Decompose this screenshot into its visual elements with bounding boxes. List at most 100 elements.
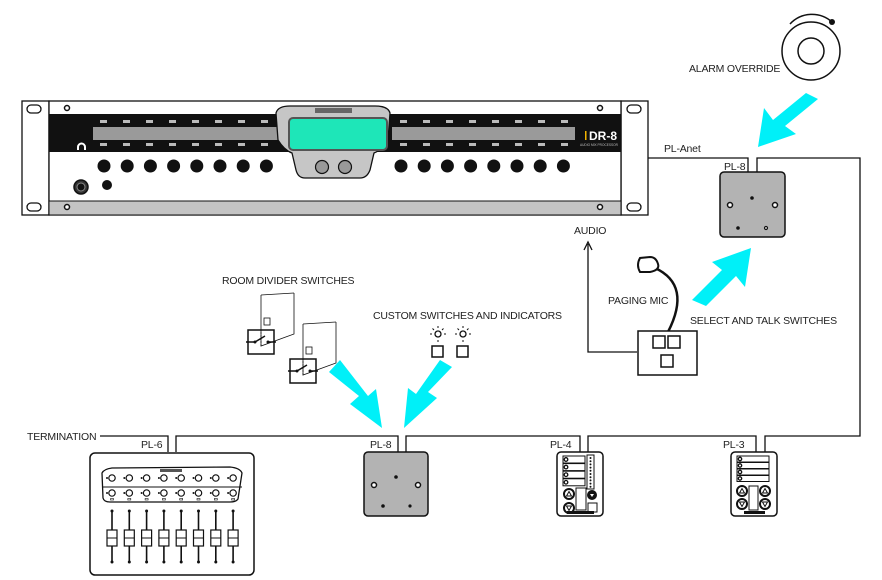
knob-icon[interactable] [108,489,116,497]
led-indicator [100,143,107,146]
channel-button[interactable] [556,159,570,173]
indicator-light-icon [430,326,446,342]
fader-track-end [110,509,114,513]
pl8-wall-plate-top [719,171,786,238]
channel-button[interactable] [417,159,431,173]
dr8-rack-unit: DR-8 AUDIO MIX PROCESSOR [21,100,649,216]
custom-switch[interactable] [456,345,469,358]
led-indicator [123,120,130,123]
channel-button[interactable] [464,159,478,173]
rack-ear-left [21,100,50,216]
selector-button[interactable] [562,470,586,479]
channel-button[interactable] [487,159,501,173]
channel-button[interactable] [259,159,273,173]
selector-button[interactable] [736,475,770,482]
fader-track-end [127,560,131,564]
selector-led [563,457,569,462]
led-indicator [261,143,268,146]
rack-bottom-strip [48,200,622,216]
custom-switch[interactable] [431,345,444,358]
channel-button[interactable] [394,159,408,173]
selector-led [563,464,569,470]
knob-icon[interactable] [142,489,151,497]
led-indicator [492,143,499,146]
mic-button[interactable] [667,335,681,349]
paging-mic-station[interactable] [637,255,698,376]
led-indicator [238,143,245,146]
pl6-label: PL-6 [141,439,163,451]
knob-led [140,492,143,494]
selector-led [737,469,743,475]
level-led [589,479,592,482]
model-subtitle: AUDIO MIX PROCESSOR [580,143,619,147]
knob-icon[interactable] [212,489,220,497]
led-indicator [238,120,245,123]
knob-led [106,492,108,494]
knob-icon[interactable] [125,489,134,497]
trunk-wire-right [756,157,861,452]
lcd-button[interactable] [337,159,353,175]
knob-led [157,492,160,494]
led-indicator [215,120,222,123]
pl6-fader-console [89,452,255,576]
fader-track-end [214,509,218,513]
level-led [589,457,592,459]
talk-button[interactable] [660,354,674,368]
knob-icon[interactable] [125,474,134,482]
knob-led [123,492,126,494]
knob-icon[interactable] [177,489,186,497]
knob-icon[interactable] [108,474,116,482]
custom-switches-indicators [430,326,471,358]
knob-icon[interactable] [229,474,237,482]
knob-icon[interactable] [160,474,168,482]
led-indicators [100,120,568,146]
signal-arrows [329,93,818,428]
knob-icon[interactable] [142,474,151,482]
channel-button[interactable] [97,159,111,173]
knob-icon[interactable] [194,489,203,497]
knob-icon[interactable] [229,489,237,497]
screw-icon [63,104,71,112]
led-indicator [538,120,545,123]
channel-button[interactable] [120,159,134,173]
knob-led [175,492,178,494]
selector-button[interactable] [562,478,586,487]
knob-indicator [214,498,218,501]
level-led [589,469,592,472]
small-button[interactable] [102,180,112,190]
led-indicator [261,120,268,123]
knob-led [192,477,195,479]
channel-button[interactable] [143,159,157,173]
knob-led [123,477,126,479]
room-divider-label: ROOM DIVIDER SWITCHES [222,275,355,287]
rack-buttons [97,159,570,173]
knob-indicator [144,498,149,501]
arrow-up-icon [583,240,593,251]
channel-button[interactable] [167,159,181,173]
knob-icon[interactable] [212,474,220,482]
level-led [589,473,592,475]
model-label: DR-8 [589,129,617,143]
headphone-icon [77,142,86,150]
fader-track-end [197,509,200,513]
channel-button[interactable] [190,159,204,173]
alarm-bell-icon [781,13,841,81]
channel-button[interactable] [440,159,454,173]
room-divider-switch [288,321,337,384]
rack-slot [626,202,642,212]
led-indicator [215,143,222,146]
channel-button[interactable] [236,159,250,173]
knob-indicator [196,498,201,501]
selector-led [737,456,743,462]
selector-button[interactable] [562,455,586,464]
channel-button[interactable] [533,159,547,173]
channel-button[interactable] [510,159,524,173]
knob-icon[interactable] [194,474,203,482]
lcd-button[interactable] [314,159,330,175]
channel-button[interactable] [213,159,227,173]
bezel-logo [315,108,352,113]
selector-button[interactable] [562,463,586,472]
knob-icon[interactable] [177,474,186,482]
knob-icon[interactable] [160,489,168,497]
mic-button[interactable] [652,335,666,349]
